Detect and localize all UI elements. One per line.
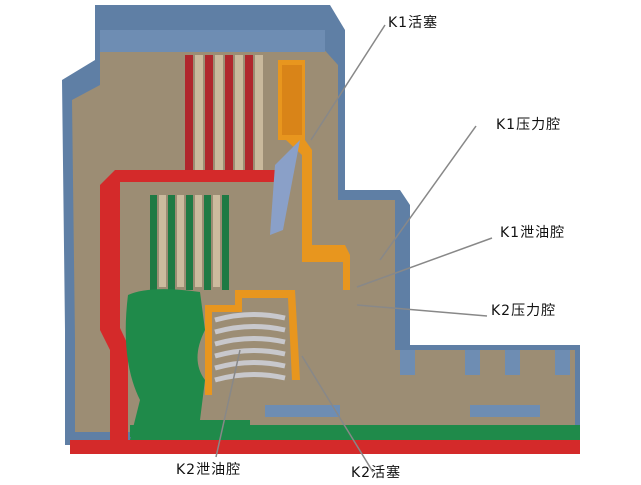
label-k2-pressure-chamber: K2压力腔 [491, 303, 557, 319]
k1-shaft-red [70, 440, 580, 454]
k2-clutch-plates [150, 195, 229, 290]
k1-clutch-plates [185, 55, 253, 175]
leader-lines [215, 24, 493, 473]
k1-oil-channel [100, 170, 275, 440]
label-k1-drain-chamber: K1泄油腔 [500, 225, 566, 241]
leader-k1-piston [310, 24, 386, 141]
label-k1-pressure-chamber: K1压力腔 [496, 117, 562, 133]
leader-k2-pressure [356, 304, 488, 317]
top-band [100, 30, 325, 52]
leader-k2-piston [301, 355, 374, 473]
k2-piston-shape [205, 290, 300, 395]
label-k2-piston: K2活塞 [351, 465, 402, 481]
k2-oil-area [125, 289, 580, 440]
k2-shaft-green [130, 425, 580, 437]
leader-k1-drain [356, 237, 493, 288]
leader-k1-pressure [379, 125, 477, 261]
leader-k2-drain [215, 349, 241, 458]
k2-return-springs [214, 311, 286, 383]
label-k1-piston: K1活塞 [388, 15, 439, 31]
label-k2-drain-chamber: K2泄油腔 [176, 462, 242, 478]
